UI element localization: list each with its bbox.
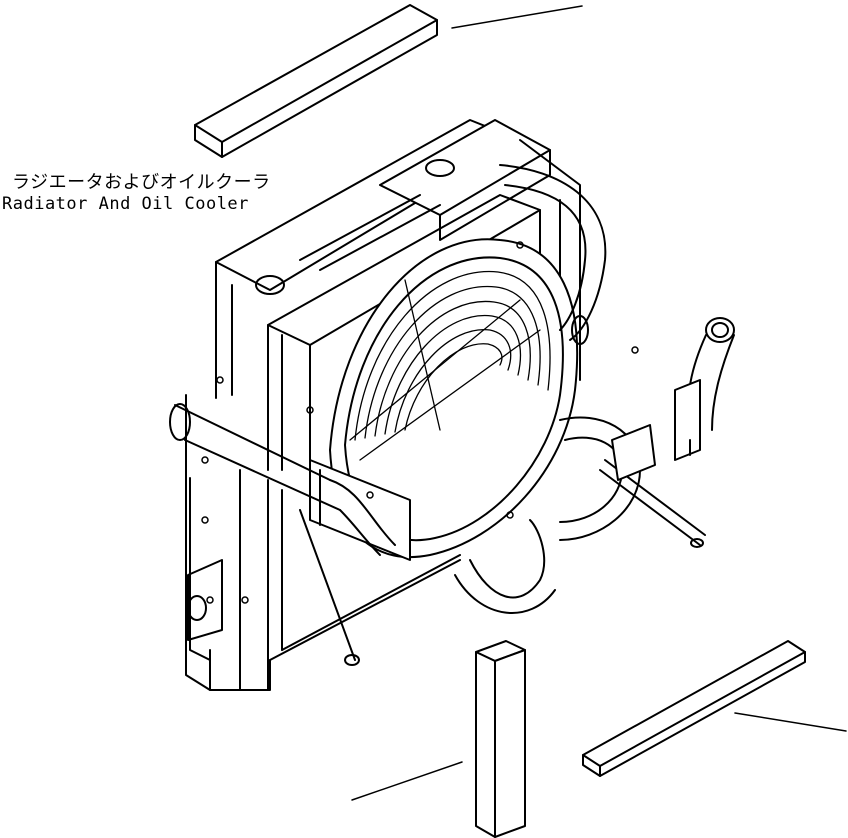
radiator-cap [425, 159, 455, 177]
spacer-bar-bottom-right [582, 640, 847, 777]
leader-line-bottom [351, 761, 463, 801]
fan-guard [349, 270, 551, 461]
caption-japanese: ラジエータおよびオイルクーラ [12, 172, 271, 193]
caption-english: Radiator And Oil Cooler [2, 194, 249, 214]
spacer-block-vertical [351, 640, 526, 838]
hose-fitting-right [674, 317, 735, 461]
leader-line-bottom-right [734, 712, 847, 732]
spacer-bar-top [194, 4, 583, 158]
radiator-assembly [169, 119, 735, 691]
leader-line-top [451, 5, 583, 29]
